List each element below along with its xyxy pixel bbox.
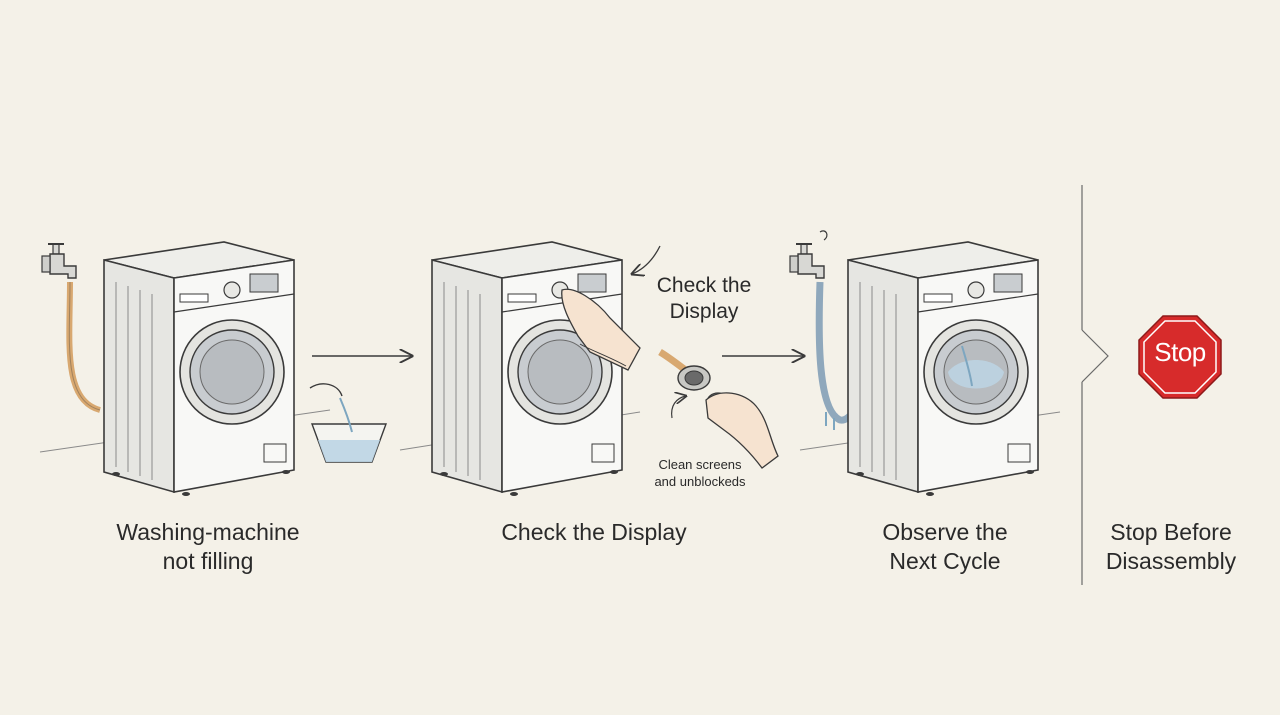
inlet-hose bbox=[66, 281, 101, 413]
step-1-illustration bbox=[41, 241, 388, 497]
stop-sign-label: Stop bbox=[1154, 337, 1206, 367]
bucket-icon bbox=[309, 383, 388, 463]
step-3-illustration bbox=[789, 230, 1039, 497]
display-note: Check the Display bbox=[640, 273, 768, 325]
washing-machine-icon bbox=[847, 241, 1039, 497]
faucet-icon bbox=[789, 243, 825, 279]
step-3-caption-line-2: Next Cycle bbox=[889, 548, 1001, 574]
display-note-line-1: Check the bbox=[656, 274, 752, 297]
washing-machine-icon bbox=[103, 241, 295, 497]
screen-note: Clean screens and unblockeds bbox=[636, 456, 764, 490]
step-2-caption-line-1: Check the Display bbox=[501, 519, 687, 545]
step-4-caption-line-2: Disassembly bbox=[1105, 548, 1237, 574]
step-2-illustration bbox=[431, 241, 779, 497]
callout-arrow bbox=[671, 396, 686, 419]
callout-arrow bbox=[632, 245, 661, 274]
step-4-caption-line-1: Stop Before bbox=[1110, 519, 1232, 545]
screen-note-line-2: and unblockeds bbox=[654, 474, 746, 489]
water-in-drum bbox=[948, 345, 1004, 389]
screen-note-line-1: Clean screens bbox=[658, 457, 742, 472]
step-1-caption-line-2: not filling bbox=[162, 548, 254, 574]
step-2-caption: Check the Display bbox=[474, 518, 714, 547]
step-3-caption: Observe the Next Cycle bbox=[845, 518, 1045, 576]
step-4-caption: Stop Before Disassembly bbox=[1090, 518, 1252, 576]
stop-sign-icon bbox=[1138, 315, 1222, 399]
step-3-caption-line-1: Observe the bbox=[882, 519, 1008, 545]
washing-machine-icon bbox=[431, 241, 623, 497]
display-note-line-2: Display bbox=[669, 300, 739, 323]
faucet-icon bbox=[41, 243, 77, 279]
step-1-caption-line-1: Washing-machine bbox=[116, 519, 300, 545]
divider-chevron bbox=[1081, 329, 1109, 383]
step-1-caption: Washing-machine not filling bbox=[88, 518, 328, 576]
hand-icon bbox=[705, 392, 779, 469]
hand-icon bbox=[561, 288, 641, 371]
